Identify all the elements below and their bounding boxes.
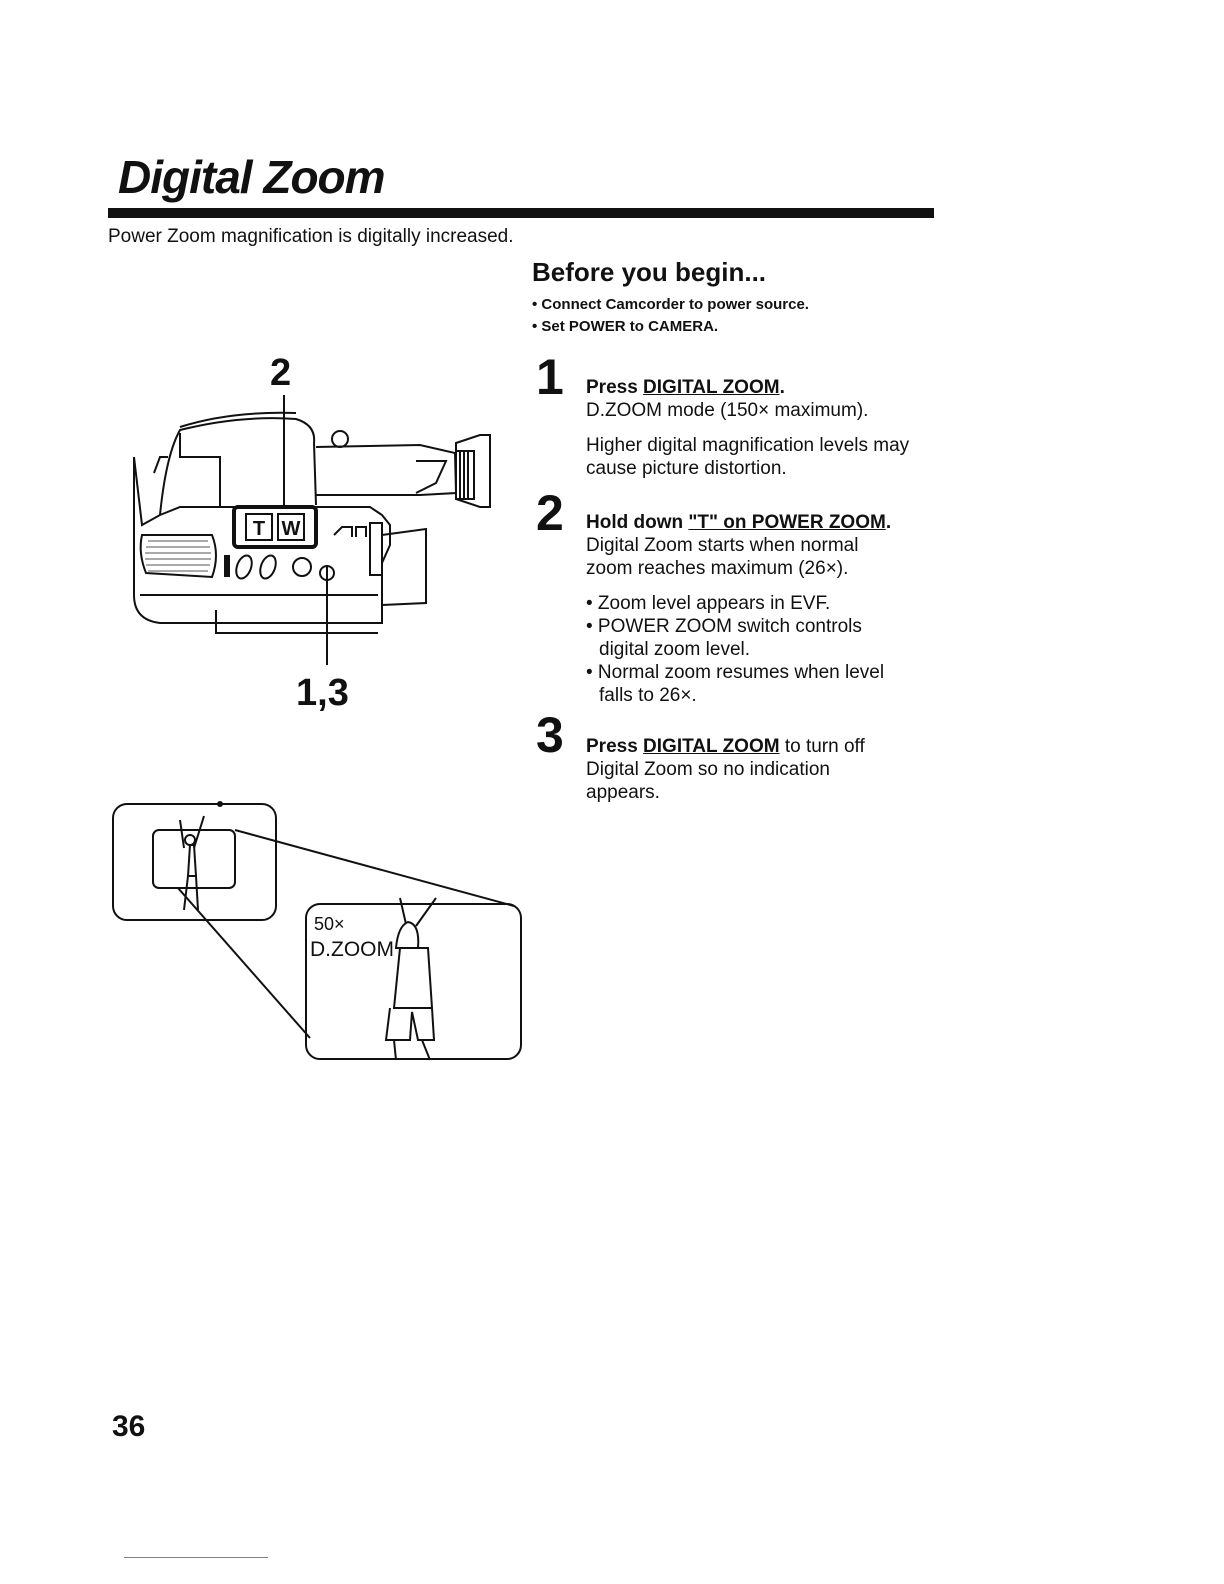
step-2: Hold down "T" on POWER ZOOM. Digital Zoo… bbox=[586, 511, 926, 707]
callout-2: 2 bbox=[270, 352, 292, 394]
intro-text: Power Zoom magnification is digitally in… bbox=[108, 226, 514, 247]
step-3-text: Press DIGITAL ZOOM to turn off Digital Z… bbox=[586, 736, 865, 803]
digital-zoom-control-label: DIGITAL ZOOM bbox=[643, 736, 780, 757]
prerequisite-list: • Connect Camcorder to power source. • S… bbox=[532, 294, 809, 338]
title-rule bbox=[108, 208, 934, 218]
zoom-button-w: W bbox=[282, 518, 301, 540]
viewfinder-zoom-illustration: 50× D.ZOOM bbox=[112, 801, 522, 1061]
footer-rule bbox=[124, 1557, 268, 1558]
step-3: Press DIGITAL ZOOM to turn off Digital Z… bbox=[586, 735, 906, 804]
step-2-heading: Hold down "T" on POWER ZOOM. bbox=[586, 512, 892, 533]
prerequisite-item: • Connect Camcorder to power source. bbox=[532, 296, 809, 313]
step-1-line: Higher digital magnification levels may … bbox=[586, 435, 910, 479]
step-1-heading: Press DIGITAL ZOOM. bbox=[586, 377, 785, 398]
step-number-2: 2 bbox=[536, 485, 564, 541]
power-zoom-control-label: "T" on POWER ZOOM bbox=[688, 512, 886, 533]
prerequisite-item: • Set POWER to CAMERA. bbox=[532, 318, 719, 335]
digital-zoom-control-label: DIGITAL ZOOM bbox=[643, 377, 780, 398]
note-item: • Zoom level appears in EVF. bbox=[586, 593, 831, 614]
step-1: Press DIGITAL ZOOM. D.ZOOM mode (150× ma… bbox=[586, 376, 916, 480]
note-item: • POWER ZOOM switch controls digital zoo… bbox=[586, 616, 862, 660]
camcorder-illustration: T W bbox=[133, 395, 491, 665]
step-1-line: D.ZOOM mode (150× maximum). bbox=[586, 400, 869, 421]
d-zoom-indicator: D.ZOOM bbox=[310, 938, 394, 961]
power-zoom-rocker: T W bbox=[232, 505, 318, 549]
step-number-1: 1 bbox=[536, 349, 564, 405]
step-2-line: Digital Zoom starts when normal zoom rea… bbox=[586, 535, 859, 579]
page-title: Digital Zoom bbox=[118, 151, 386, 203]
callout-1-3: 1,3 bbox=[296, 672, 349, 714]
before-you-begin-heading: Before you begin... bbox=[532, 257, 767, 287]
step-number-3: 3 bbox=[536, 707, 564, 763]
zoom-level-indicator: 50× bbox=[314, 914, 345, 934]
page-number: 36 bbox=[112, 1410, 146, 1443]
step-2-notes: • Zoom level appears in EVF. • POWER ZOO… bbox=[586, 592, 916, 707]
note-item: • Normal zoom resumes when level falls t… bbox=[586, 662, 885, 706]
zoom-button-t: T bbox=[253, 518, 265, 540]
